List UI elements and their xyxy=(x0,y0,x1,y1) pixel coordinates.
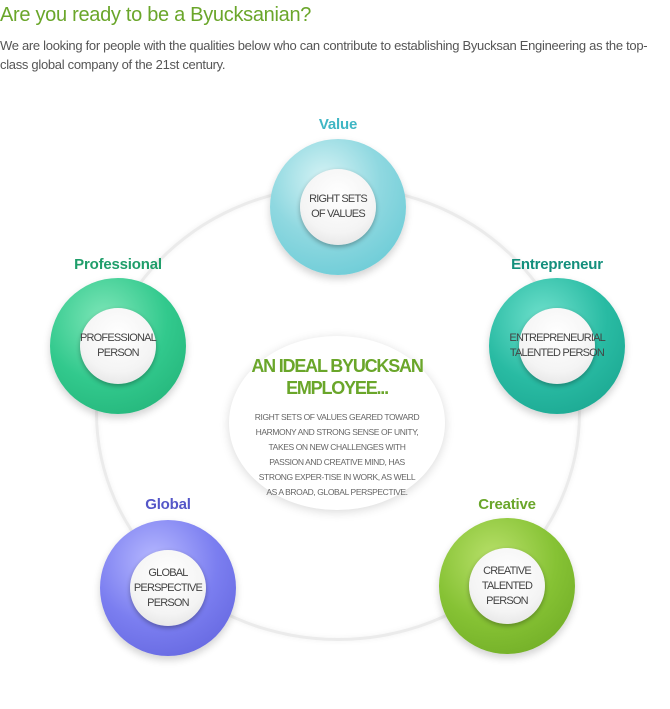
page-title: Are you ready to be a Byucksanian? xyxy=(0,4,312,26)
center-circle xyxy=(229,336,445,510)
value-bubble-text: RIGHT SETS OF VALUES xyxy=(309,193,368,220)
intro-text: We are looking for people with the quali… xyxy=(0,38,648,72)
global-label: Global xyxy=(145,496,191,513)
professional-bubble-text: PROFESSIONAL PERSON xyxy=(80,332,157,359)
entrepreneur-label: Entrepreneur xyxy=(511,256,603,273)
professional-label: Professional xyxy=(74,256,162,273)
creative-bubble-inner: CREATIVE TALENTED PERSON xyxy=(469,548,545,624)
global-bubble: GLOBAL PERSPECTIVE PERSON xyxy=(100,520,236,656)
global-bubble-text: GLOBAL PERSPECTIVE PERSON xyxy=(133,566,203,609)
creative-label: Creative xyxy=(478,496,536,513)
value-label: Value xyxy=(318,116,358,133)
creative-bubble-text: CREATIVE TALENTED PERSON xyxy=(481,564,533,607)
entrepreneur-bubble-text: ENTREPRENEURIAL TALENTED PERSON xyxy=(509,332,605,359)
value-bubble: RIGHT SETS OF VALUES xyxy=(270,139,406,275)
value-bubble-inner: RIGHT SETS OF VALUES xyxy=(300,169,376,245)
global-bubble-inner: GLOBAL PERSPECTIVE PERSON xyxy=(130,550,206,626)
entrepreneur-bubble: ENTREPRENEURIAL TALENTED PERSON xyxy=(489,278,625,414)
creative-bubble: CREATIVE TALENTED PERSON xyxy=(439,518,575,654)
center-title: AN IDEAL BYUCKSAN EMPLOYEE... xyxy=(251,356,423,398)
professional-bubble-inner: PROFESSIONAL PERSON xyxy=(80,308,157,384)
center-description: RIGHT SETS OF VALUES GEARED TOWARD HARMO… xyxy=(254,412,420,497)
entrepreneur-bubble-inner: ENTREPRENEURIAL TALENTED PERSON xyxy=(509,308,606,384)
professional-bubble: PROFESSIONAL PERSON xyxy=(50,278,186,414)
